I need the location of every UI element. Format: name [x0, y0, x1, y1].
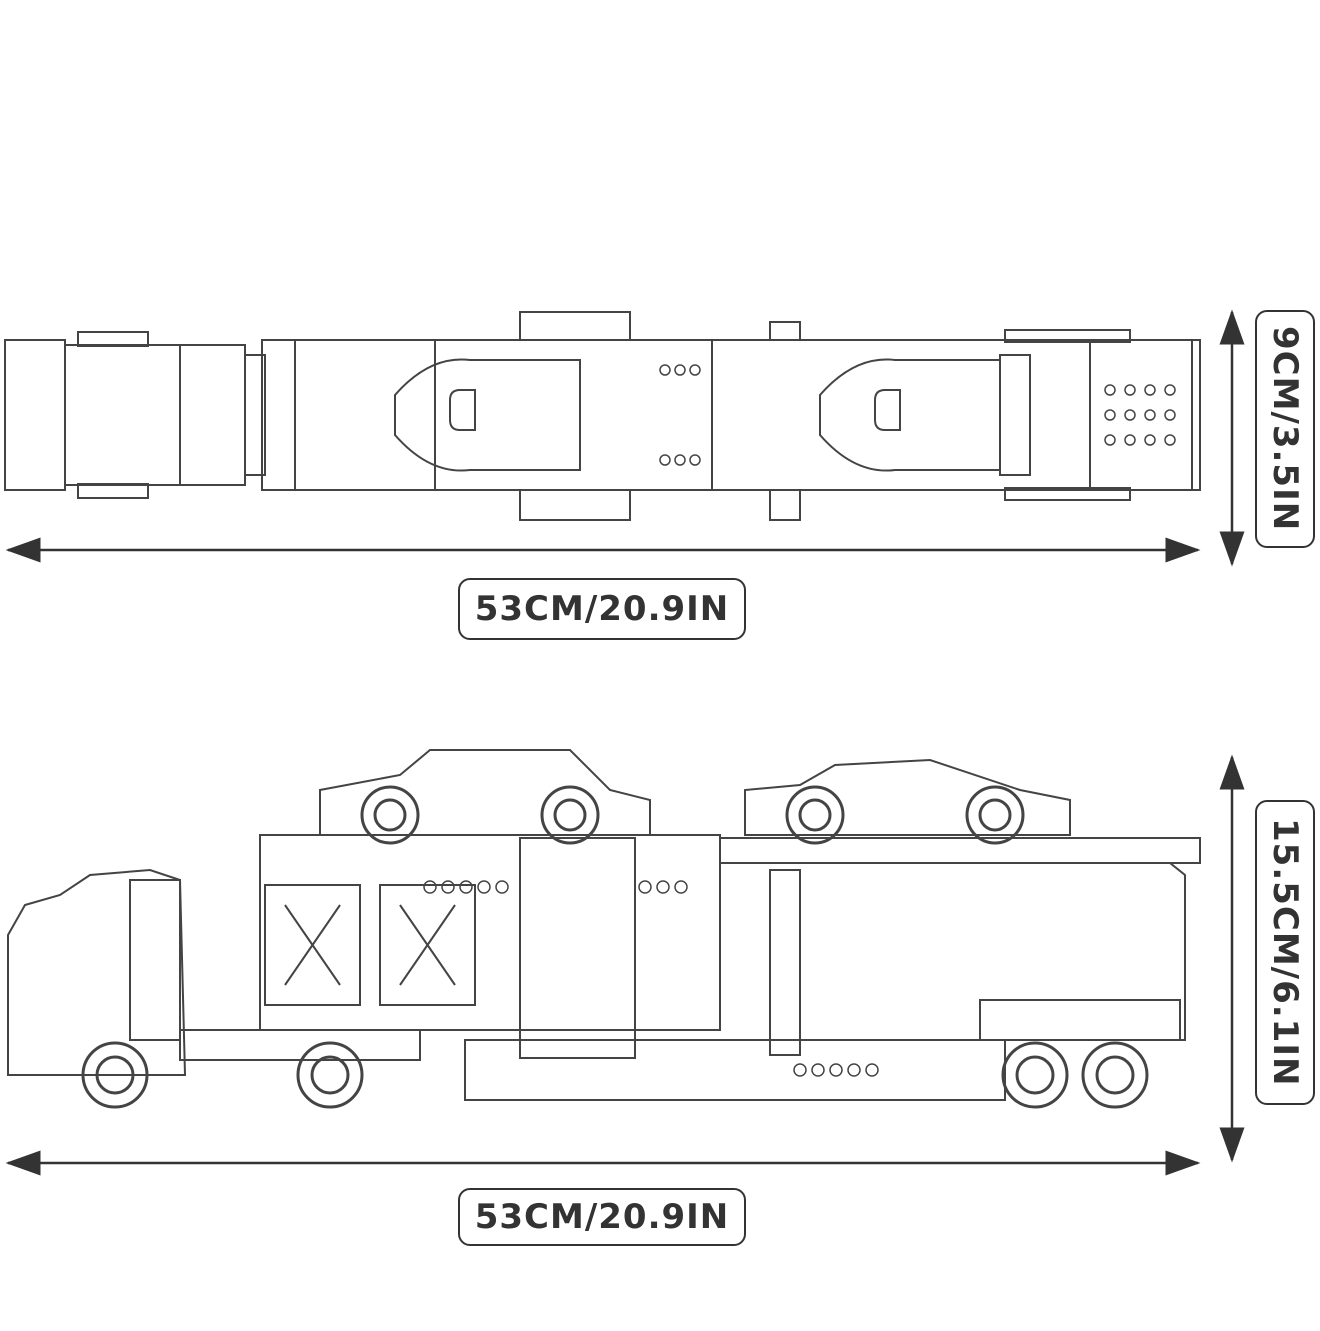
- side-length-label: 53CM/20.9IN: [458, 1188, 746, 1246]
- wheels: [81, 785, 1149, 1109]
- top-width-label: 9CM/3.5IN: [1255, 310, 1315, 548]
- truck-side-view: [7, 749, 1201, 1109]
- top-length-label: 53CM/20.9IN: [458, 578, 746, 640]
- truck-top-view: [4, 311, 1201, 521]
- side-height-label: 15.5CM/6.1IN: [1255, 800, 1315, 1105]
